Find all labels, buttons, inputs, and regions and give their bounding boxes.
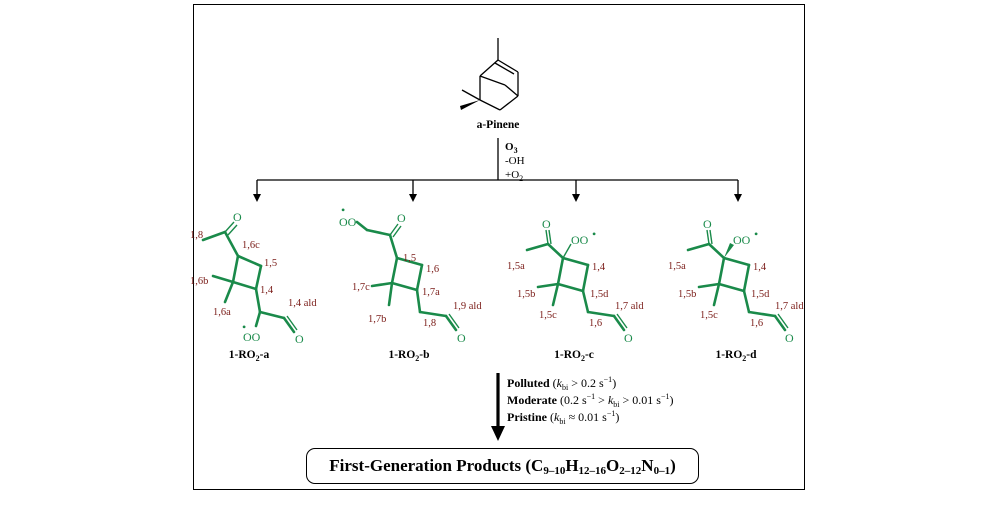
condition-moderate: Moderate (0.2 s−1 > kbi > 0.01 s−1) [507, 392, 673, 409]
label-a-3: 1,5 [264, 258, 277, 269]
label-b-3: 1,7c [352, 282, 370, 293]
ro2-d-radical: • [754, 227, 758, 241]
label-c-2: 1,4 [592, 262, 606, 273]
ro2-c-aldehyde-o: O [624, 331, 633, 345]
ro2-d-name: 1-RO2-d [715, 349, 757, 363]
ro2-c-radical: • [592, 227, 596, 241]
label-c-4: 1,5d [590, 289, 609, 300]
label-c-7: 1,7 ald [615, 301, 644, 312]
label-d-5: 1,5c [700, 310, 718, 321]
label-d-1: 1,5a [668, 261, 686, 272]
label-a-1: 1,8 [190, 230, 203, 241]
label-a-4: 1,6b [190, 276, 208, 287]
ro2-d-peroxy: OO [733, 233, 751, 247]
ro2-a-structure [201, 221, 298, 334]
label-d-3: 1,5b [678, 289, 696, 300]
label-d-4: 1,5d [751, 289, 770, 300]
ro2-c-oxygen: O [542, 217, 551, 231]
label-b-5: 1,7b [368, 314, 386, 325]
label-b-2: 1,6 [426, 264, 439, 275]
scheme-frame [193, 4, 805, 490]
ro2-b-name: 1-RO2-b [388, 349, 429, 363]
label-d-2: 1,4 [753, 262, 767, 273]
label-c-6: 1,6 [589, 318, 602, 329]
ro2-b-structure [355, 220, 460, 332]
ro2-c-peroxy: OO [571, 233, 589, 247]
label-a-5: 1,4 [260, 285, 274, 296]
ro2-a-peroxy: OO [243, 330, 261, 344]
reactant-name: a-Pinene [477, 119, 520, 131]
label-d-6: 1,6 [750, 318, 763, 329]
ro2-a-aldehyde-o: O [295, 332, 304, 346]
ro2-d-aldehyde-o: O [785, 331, 794, 345]
label-c-3: 1,5b [517, 289, 535, 300]
o2-label: +O2 [505, 169, 523, 183]
condition-pristine: Pristine (kbi ≈ 0.01 s−1) [507, 409, 619, 426]
ro2-b-radical: • [341, 203, 345, 217]
label-a-6: 1,6a [213, 307, 231, 318]
oxidant-label: O3 [505, 141, 518, 155]
downward-arrow-head [491, 426, 505, 441]
label-a-2: 1,6c [242, 240, 260, 251]
condition-polluted: Polluted (kbi > 0.2 s−1) [507, 375, 616, 392]
ro2-b-aldehyde-o: O [457, 331, 466, 345]
label-d-7: 1,7 ald [775, 301, 804, 312]
ro2-a-radical: • [242, 320, 246, 334]
ro2-b-oxygen: O [397, 211, 406, 225]
label-b-6: 1,8 [423, 318, 436, 329]
ro2-d-structure [686, 229, 789, 332]
ro2-a-name: 1-RO2-a [229, 349, 270, 363]
label-b-7: 1,9 ald [453, 301, 482, 312]
ro2-a-oxygen: O [233, 210, 242, 224]
label-b-4: 1,7a [422, 287, 440, 298]
label-a-7: 1,4 ald [288, 298, 317, 309]
ro2-b-peroxy: OO [339, 215, 357, 229]
alpha-pinene-structure [460, 38, 519, 111]
label-c-5: 1,5c [539, 310, 557, 321]
ro2-c-name: 1-RO2-c [554, 349, 594, 363]
products-box: First-Generation Products (C9–10H12–16O2… [306, 448, 699, 484]
label-c-1: 1,5a [507, 261, 525, 272]
products-formula: First-Generation Products (C9–10H12–16O2… [329, 455, 676, 477]
oh-label: -OH [505, 155, 525, 167]
ro2-d-oxygen: O [703, 217, 712, 231]
label-b-1: 1,5 [403, 253, 416, 264]
ro2-c-structure [525, 229, 628, 332]
